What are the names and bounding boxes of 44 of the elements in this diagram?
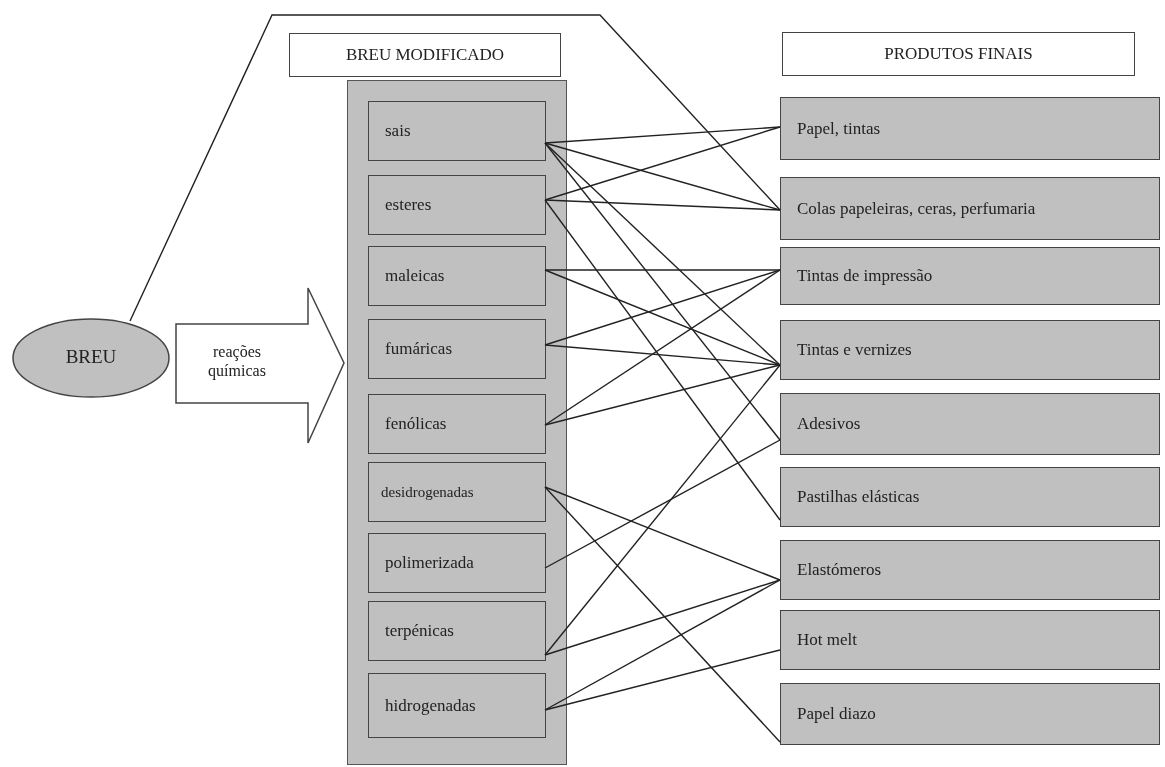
- product-box: Hot melt: [780, 610, 1160, 670]
- connector-line: [544, 486, 781, 581]
- connector-line: [544, 579, 781, 656]
- connector-line: [544, 269, 781, 366]
- product-box: Papel diazo: [780, 683, 1160, 745]
- edge-label: reações químicas: [207, 342, 267, 381]
- connector-line: [544, 344, 781, 366]
- block-arrow: [175, 287, 345, 444]
- group-heading: BREU MODIFICADO: [289, 33, 561, 77]
- connector-line: [544, 579, 781, 711]
- category-box: terpénicas: [368, 601, 546, 661]
- connector-line: [544, 439, 781, 569]
- product-box: Pastilhas elásticas: [780, 467, 1160, 527]
- category-box: fumáricas: [368, 319, 546, 379]
- connector-line: [544, 199, 781, 211]
- ellipse-node: [12, 318, 170, 398]
- category-box: esteres: [368, 175, 546, 235]
- product-box: Elastómeros: [780, 540, 1160, 600]
- product-box: Papel, tintas: [780, 97, 1160, 160]
- category-box: hidrogenadas: [368, 673, 546, 738]
- product-box: Adesivos: [780, 393, 1160, 455]
- connector-line: [544, 126, 781, 201]
- connector-line: [129, 14, 781, 322]
- connector-line: [544, 269, 781, 346]
- connector-line: [544, 649, 781, 711]
- category-box: maleicas: [368, 246, 546, 306]
- connector-line: [544, 364, 781, 656]
- product-box: Colas papeleiras, ceras, perfumaria: [780, 177, 1160, 240]
- category-box: desidrogenadas: [368, 462, 546, 522]
- column-heading: PRODUTOS FINAIS: [782, 32, 1135, 76]
- product-box: Tintas e vernizes: [780, 320, 1160, 380]
- connector-line: [544, 364, 781, 426]
- product-box: Tintas de impressão: [780, 247, 1160, 305]
- connector-line: [544, 269, 781, 271]
- category-box: fenólicas: [368, 394, 546, 454]
- category-box: sais: [368, 101, 546, 161]
- connector-line: [544, 486, 781, 743]
- connector-line: [544, 142, 781, 366]
- connector-line: [544, 142, 781, 441]
- connector-line: [544, 126, 781, 144]
- node-label: BREU: [64, 346, 118, 368]
- connector-line: [544, 199, 781, 521]
- category-box: polimerizada: [368, 533, 546, 593]
- connector-line: [544, 269, 781, 426]
